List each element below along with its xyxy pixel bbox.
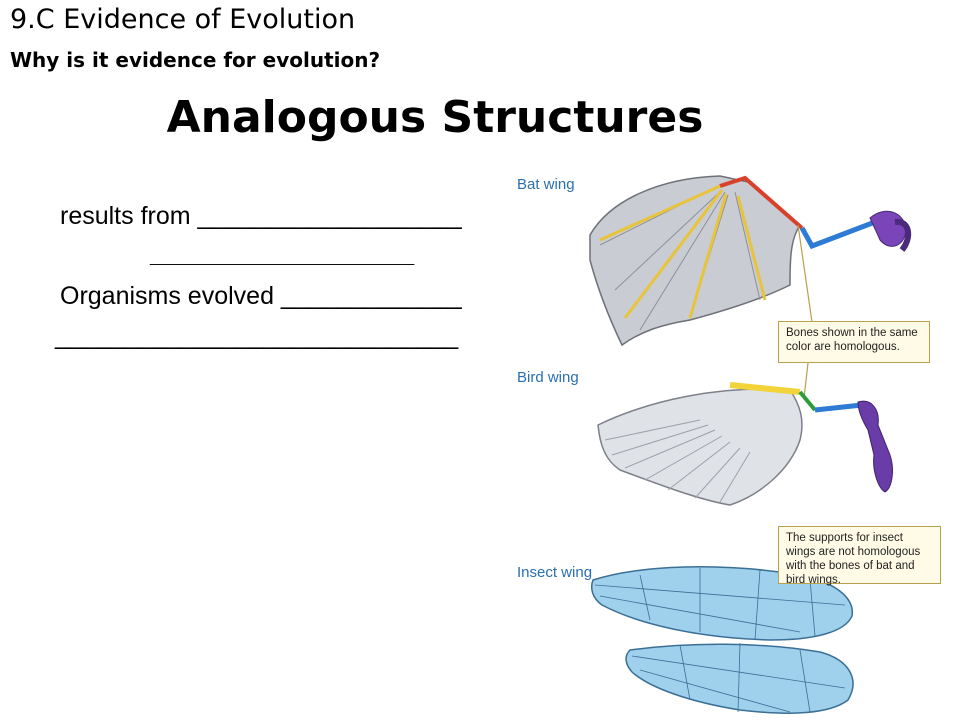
note-line-blank-2: _____________________________	[55, 322, 459, 350]
note-line-organisms-evolved: Organisms evolved _____________	[60, 282, 462, 310]
bird-wing-illustration	[597, 382, 893, 506]
bat-wing-label: Bat wing	[517, 176, 575, 193]
insect-wing-label: Insect wing	[517, 564, 593, 581]
slide-section-label: 9.C Evidence of Evolution	[10, 4, 356, 35]
slide-title: Analogous Structures	[166, 92, 704, 143]
note-line-results-from: results from ___________________	[60, 202, 462, 230]
slide-subtitle: Why is it evidence for evolution?	[10, 48, 381, 72]
insect-supports-callout: The supports for insect wings are not ho…	[778, 526, 941, 586]
bird-wing-label: Bird wing	[517, 369, 579, 386]
bat-wing-illustration	[589, 175, 912, 347]
insect-wing-illustration	[590, 566, 854, 714]
note-line-blank: ___________________	[150, 240, 415, 268]
homologous-bones-callout: Bones shown in the same color are homolo…	[778, 321, 930, 363]
